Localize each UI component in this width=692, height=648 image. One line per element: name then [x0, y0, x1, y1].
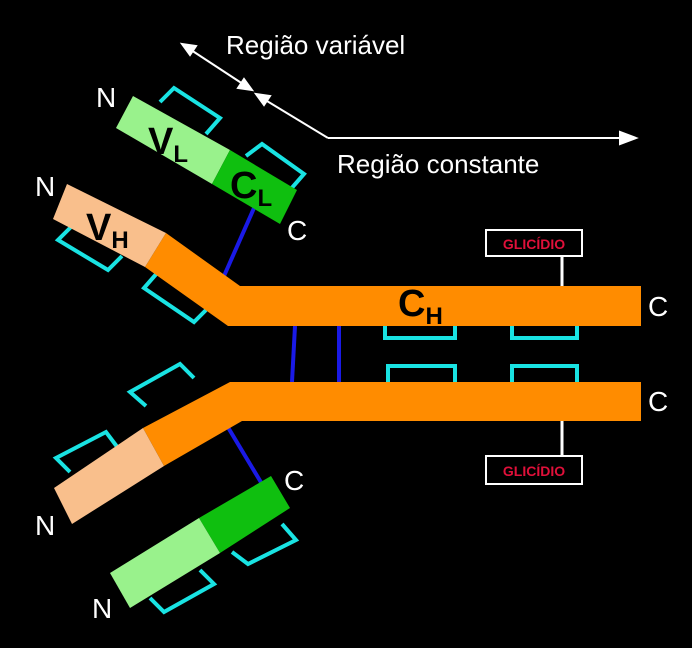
vl-domain-top-outline: [158, 85, 224, 136]
variable-arrow-head-end: [236, 77, 255, 92]
ch1-domain-bottom-outline: [126, 361, 196, 408]
ch-domain-top-1: [383, 317, 457, 340]
constant-region-label: Região constante: [337, 149, 539, 179]
heavy-chain-top-constant: [145, 233, 641, 326]
vh-label: VH: [86, 207, 129, 254]
disulfide-bonds: [222, 207, 341, 486]
n-terminal-heavy-top: N: [35, 171, 55, 202]
c-terminal-light-top: C: [287, 215, 307, 246]
glycid-top-label: GLICÍDIO: [503, 236, 565, 252]
heavy-chain-bottom-constant: [143, 382, 641, 466]
ch-domain-bottom-1: [386, 364, 457, 385]
ch-domain-bottom-2: [510, 364, 579, 385]
n-terminal-heavy-bottom: N: [35, 510, 55, 541]
region-arrows: [179, 42, 639, 146]
glycid-bottom-box: [485, 455, 583, 485]
light-chain-bottom-constant: [199, 476, 290, 553]
c-terminal-light-bottom: C: [284, 465, 304, 496]
vh-domain-bottom-outline: [52, 429, 120, 474]
glycid-top-box: [485, 229, 583, 257]
variable-region-label: Região variável: [226, 30, 405, 60]
variable-arrow-head-start: [179, 42, 198, 57]
c-terminal-heavy-bottom: C: [648, 386, 668, 417]
light-chain-top-constant: [212, 150, 297, 224]
ch1-domain-top-outline: [141, 270, 208, 325]
c-terminal-heavy-top: C: [648, 291, 668, 322]
vl-label: VL: [148, 121, 188, 168]
vh-domain-top-outline: [54, 224, 124, 273]
n-terminal-light-bottom: N: [92, 593, 112, 624]
ch-domain-top-2: [510, 317, 579, 340]
light-chain-bottom-variable: [110, 518, 220, 608]
cl-domain-bottom-outline: [230, 522, 300, 567]
disulfide-bond-top-arm: [222, 207, 256, 277]
constant-region-arrow-diagonal: [261, 97, 329, 139]
heavy-chain-top-variable: [53, 184, 166, 267]
ch-label: CH: [398, 283, 443, 330]
vl-domain-bottom-outline: [148, 568, 218, 615]
constant-arrow-head-start: [253, 92, 272, 107]
disulfide-bond-bottom-arm: [224, 422, 264, 486]
glycid-bottom-label: GLICÍDIO: [503, 463, 565, 479]
disulfide-bond-hinge-1: [290, 325, 297, 383]
heavy-chain-bottom-variable: [54, 428, 164, 524]
cl-domain-top-outline: [244, 141, 307, 192]
light-chain-top-variable: [116, 96, 230, 184]
n-terminal-light-top: N: [96, 82, 116, 113]
variable-region-arrow: [187, 47, 247, 87]
domain-outlines: [52, 85, 579, 615]
constant-arrow-head-end: [619, 130, 639, 146]
cl-label: CL: [230, 165, 272, 212]
